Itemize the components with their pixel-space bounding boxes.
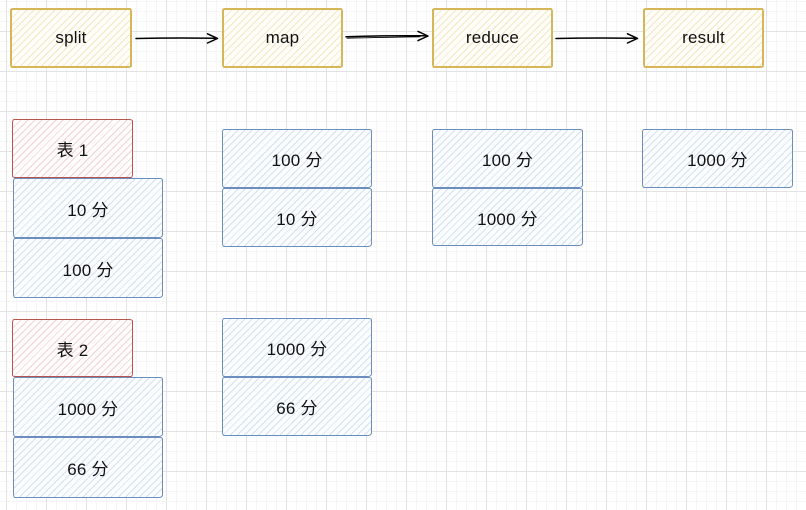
arrow-reduce-to-result[interactable] — [555, 33, 639, 44]
stage-label-map: map — [265, 28, 300, 47]
node-table1-row2[interactable]: 100 分 — [13, 238, 163, 298]
stage-label-split: split — [55, 28, 87, 47]
stage-label-reduce: reduce — [465, 28, 520, 47]
node-map-group1-row1[interactable]: 100 分 — [222, 129, 372, 188]
node-label: 100 分 — [481, 151, 534, 170]
stage-node-reduce[interactable]: reduce — [432, 8, 553, 68]
node-label: 100 分 — [271, 151, 323, 170]
stage-node-result[interactable]: result — [643, 8, 764, 68]
node-label: 10 分 — [276, 210, 318, 229]
node-map-group1-row2[interactable]: 10 分 — [222, 188, 372, 247]
node-label: 66 分 — [276, 399, 318, 418]
arrow-map-to-reduce[interactable] — [345, 30, 429, 42]
node-map-group2-row1[interactable]: 1000 分 — [222, 318, 372, 377]
node-label: 表 1 — [56, 141, 89, 160]
arrow-split-to-map[interactable] — [135, 33, 219, 44]
node-table1-header[interactable]: 表 1 — [12, 119, 133, 178]
node-label: 100 分 — [62, 260, 114, 280]
node-table2-header[interactable]: 表 2 — [12, 319, 133, 377]
node-label: 1000 分 — [57, 399, 119, 419]
node-result-row1[interactable]: 1000 分 — [642, 129, 793, 188]
node-label: 1000 分 — [477, 209, 538, 229]
stage-label-result: result — [682, 28, 725, 47]
node-table1-row1[interactable]: 10 分 — [13, 178, 163, 238]
stage-node-split[interactable]: split — [10, 8, 132, 68]
node-map-group2-row2[interactable]: 66 分 — [222, 377, 372, 436]
stage-node-map[interactable]: map — [222, 8, 343, 68]
node-label: 表 2 — [56, 340, 89, 360]
node-table2-row1[interactable]: 1000 分 — [13, 377, 163, 437]
node-label: 10 分 — [67, 200, 109, 220]
node-reduce-row2[interactable]: 1000 分 — [432, 188, 583, 246]
node-label: 66 分 — [67, 460, 109, 479]
node-table2-row2[interactable]: 66 分 — [13, 437, 163, 498]
node-reduce-row1[interactable]: 100 分 — [432, 129, 583, 188]
node-label: 1000 分 — [687, 151, 748, 170]
node-label: 1000 分 — [266, 340, 328, 359]
